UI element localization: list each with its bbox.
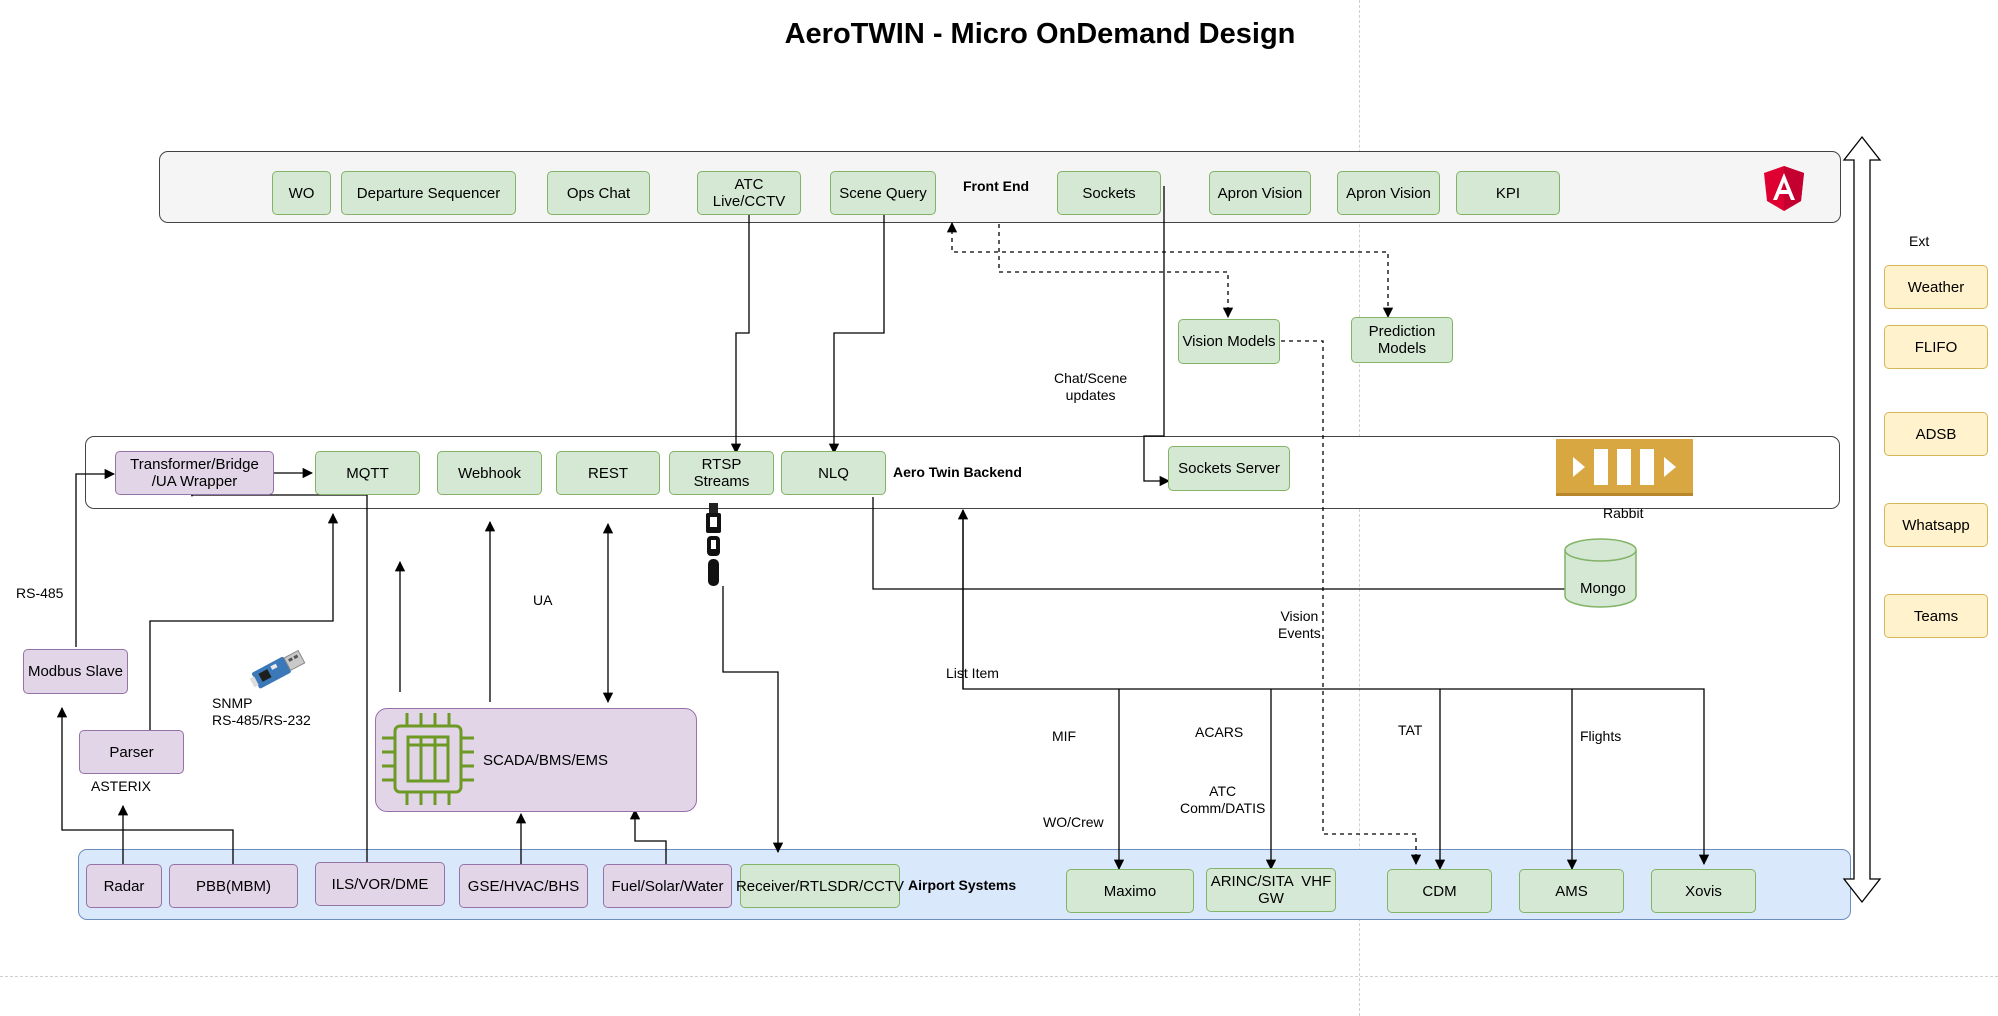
vision-events-label: Vision Events	[1278, 608, 1321, 641]
ext-item-adsb[interactable]: ADSB	[1884, 412, 1988, 456]
transformer-line2: /UA Wrapper	[151, 473, 238, 490]
ext-double-arrow	[1842, 135, 1882, 904]
airport-item-xovis[interactable]: Xovis	[1651, 869, 1756, 913]
frontend-item-departure-sequencer[interactable]: Departure Sequencer	[341, 171, 516, 215]
chat-scene-updates-label: Chat/Scene updates	[1054, 370, 1128, 403]
backend-item-rtsp-streams[interactable]: RTSP Streams	[669, 451, 774, 495]
sockets-server-box[interactable]: Sockets Server	[1168, 446, 1290, 491]
transformer-line1: Transformer/Bridge	[130, 456, 259, 473]
page-guide-horizontal	[0, 976, 1998, 977]
usb-adapter-icon	[249, 649, 306, 689]
airport-item-fuel[interactable]: Fuel/Solar/Water	[603, 864, 732, 908]
frontend-item-apron-vision-1[interactable]: Apron Vision	[1209, 171, 1311, 215]
airport-item-pbb[interactable]: PBB(MBM)	[169, 864, 298, 908]
backend-item-nlq[interactable]: NLQ	[781, 451, 886, 495]
ext-item-flifo[interactable]: FLIFO	[1884, 325, 1988, 369]
modbus-slave-box[interactable]: Modbus Slave	[23, 649, 128, 694]
frontend-item-kpi[interactable]: KPI	[1456, 171, 1560, 215]
airport-item-receiver[interactable]: Receiver/RTLSDR/CCTV	[736, 864, 904, 908]
scada-label: SCADA/BMS/EMS	[483, 751, 609, 769]
airport-item-maximo[interactable]: Maximo	[1066, 869, 1194, 913]
arinc-line1: ARINC/SITA VHF	[1210, 873, 1332, 890]
cable-connector-icon	[706, 503, 721, 586]
ext-item-weather[interactable]: Weather	[1884, 265, 1988, 309]
prediction-models-line1: Prediction	[1368, 323, 1436, 340]
frontend-label: Front End	[963, 178, 1030, 194]
prediction-models-line2: Models	[1377, 340, 1427, 357]
transformer-bridge-box[interactable]: Transformer/Bridge /UA Wrapper	[115, 451, 274, 495]
arinc-line2: GW	[1258, 890, 1284, 907]
prediction-models-box[interactable]: Prediction Models	[1351, 317, 1453, 363]
vision-models-box[interactable]: Vision Models	[1178, 319, 1280, 364]
parser-box[interactable]: Parser	[79, 730, 184, 774]
mif-label: MIF	[1052, 728, 1077, 744]
list-item-label: List Item	[946, 665, 999, 681]
airport-item-ams[interactable]: AMS	[1519, 869, 1624, 913]
ext-label: Ext	[1909, 233, 1930, 249]
rabbitmq-icon	[1556, 439, 1693, 496]
frontend-item-sockets[interactable]: Sockets	[1057, 171, 1161, 215]
backend-item-rest[interactable]: REST	[556, 451, 660, 495]
airport-item-radar[interactable]: Radar	[86, 864, 162, 908]
rabbit-label: Rabbit	[1603, 505, 1644, 521]
acars-label: ACARS	[1195, 724, 1244, 740]
airport-item-cdm[interactable]: CDM	[1387, 869, 1492, 913]
frontend-item-atc-live[interactable]: ATC Live/CCTV	[697, 171, 801, 215]
backend-item-webhook[interactable]: Webhook	[437, 451, 542, 495]
frontend-item-apron-vision-2[interactable]: Apron Vision	[1337, 171, 1440, 215]
angular-icon	[1764, 166, 1804, 211]
ext-item-whatsapp[interactable]: Whatsapp	[1884, 503, 1988, 547]
airport-systems-label: Airport Systems	[908, 877, 1017, 893]
mongo-database-icon	[1564, 538, 1637, 608]
wo-crew-label: WO/Crew	[1043, 814, 1104, 830]
asterix-label: ASTERIX	[91, 778, 151, 794]
airport-item-ils[interactable]: ILS/VOR/DME	[315, 862, 445, 906]
frontend-item-ops-chat[interactable]: Ops Chat	[547, 171, 650, 215]
diagram-title: AeroTWIN - Micro OnDemand Design	[784, 18, 1296, 50]
backend-label: Aero Twin Backend	[893, 464, 1022, 480]
ext-item-teams[interactable]: Teams	[1884, 594, 1988, 638]
tat-label: TAT	[1398, 722, 1423, 738]
airport-item-gse[interactable]: GSE/HVAC/BHS	[459, 864, 588, 908]
atc-comm-label: ATC Comm/DATIS	[1180, 783, 1266, 816]
flights-label: Flights	[1580, 728, 1622, 744]
chip-icon	[382, 713, 474, 805]
frontend-item-wo[interactable]: WO	[272, 171, 331, 215]
ua-label: UA	[533, 592, 553, 608]
backend-item-mqtt[interactable]: MQTT	[315, 451, 420, 495]
snmp-label: SNMP RS-485/RS-232	[212, 695, 311, 728]
airport-item-arinc[interactable]: ARINC/SITA VHF GW	[1206, 868, 1336, 912]
mongo-label: Mongo	[1580, 580, 1626, 597]
rs485-label: RS-485	[16, 585, 64, 601]
scada-box[interactable]: SCADA/BMS/EMS	[375, 708, 697, 812]
frontend-item-scene-query[interactable]: Scene Query	[830, 171, 936, 215]
